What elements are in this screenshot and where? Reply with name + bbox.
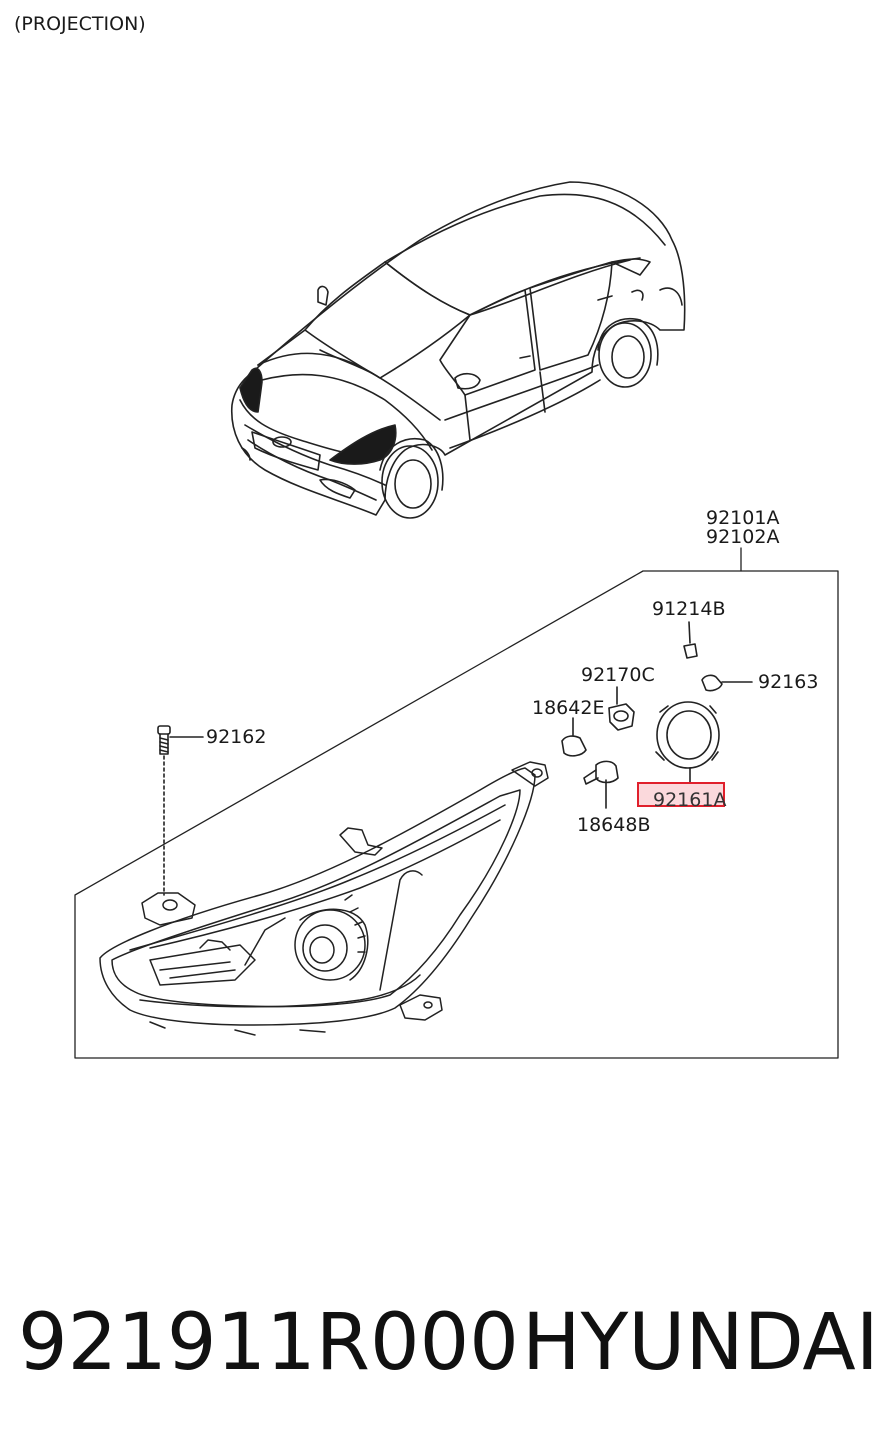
callout-91214B: 91214B — [652, 598, 726, 620]
bulb-icon — [583, 760, 619, 809]
callout-92163: 92163 — [758, 671, 819, 693]
socket-icon — [608, 686, 635, 731]
car-illustration-icon — [230, 181, 686, 519]
callout-92161A: 92161A — [653, 789, 727, 811]
footer-part-number: 921911R000 — [18, 1298, 519, 1388]
variant-label: (PROJECTION) — [14, 13, 146, 35]
callout-92170C: 92170C — [581, 664, 655, 686]
assembly-box-outline — [74, 547, 839, 1059]
callout-18642E: 18642E — [532, 697, 605, 719]
bulb-icon — [561, 717, 587, 757]
callout-92101A: 92101A — [706, 507, 780, 529]
screw-icon — [157, 725, 204, 896]
footer-brand: HYUNDAI — [522, 1298, 879, 1388]
callout-18648B: 18648B — [577, 814, 651, 836]
callout-92162: 92162 — [206, 726, 267, 748]
highlight-box-92161A — [637, 782, 725, 807]
cover-ring-icon — [655, 701, 720, 783]
headlamp-assembly-icon — [99, 761, 549, 1036]
callout-92102A: 92102A — [706, 526, 780, 548]
bulb-icon — [701, 674, 753, 692]
cap-icon — [683, 621, 698, 659]
